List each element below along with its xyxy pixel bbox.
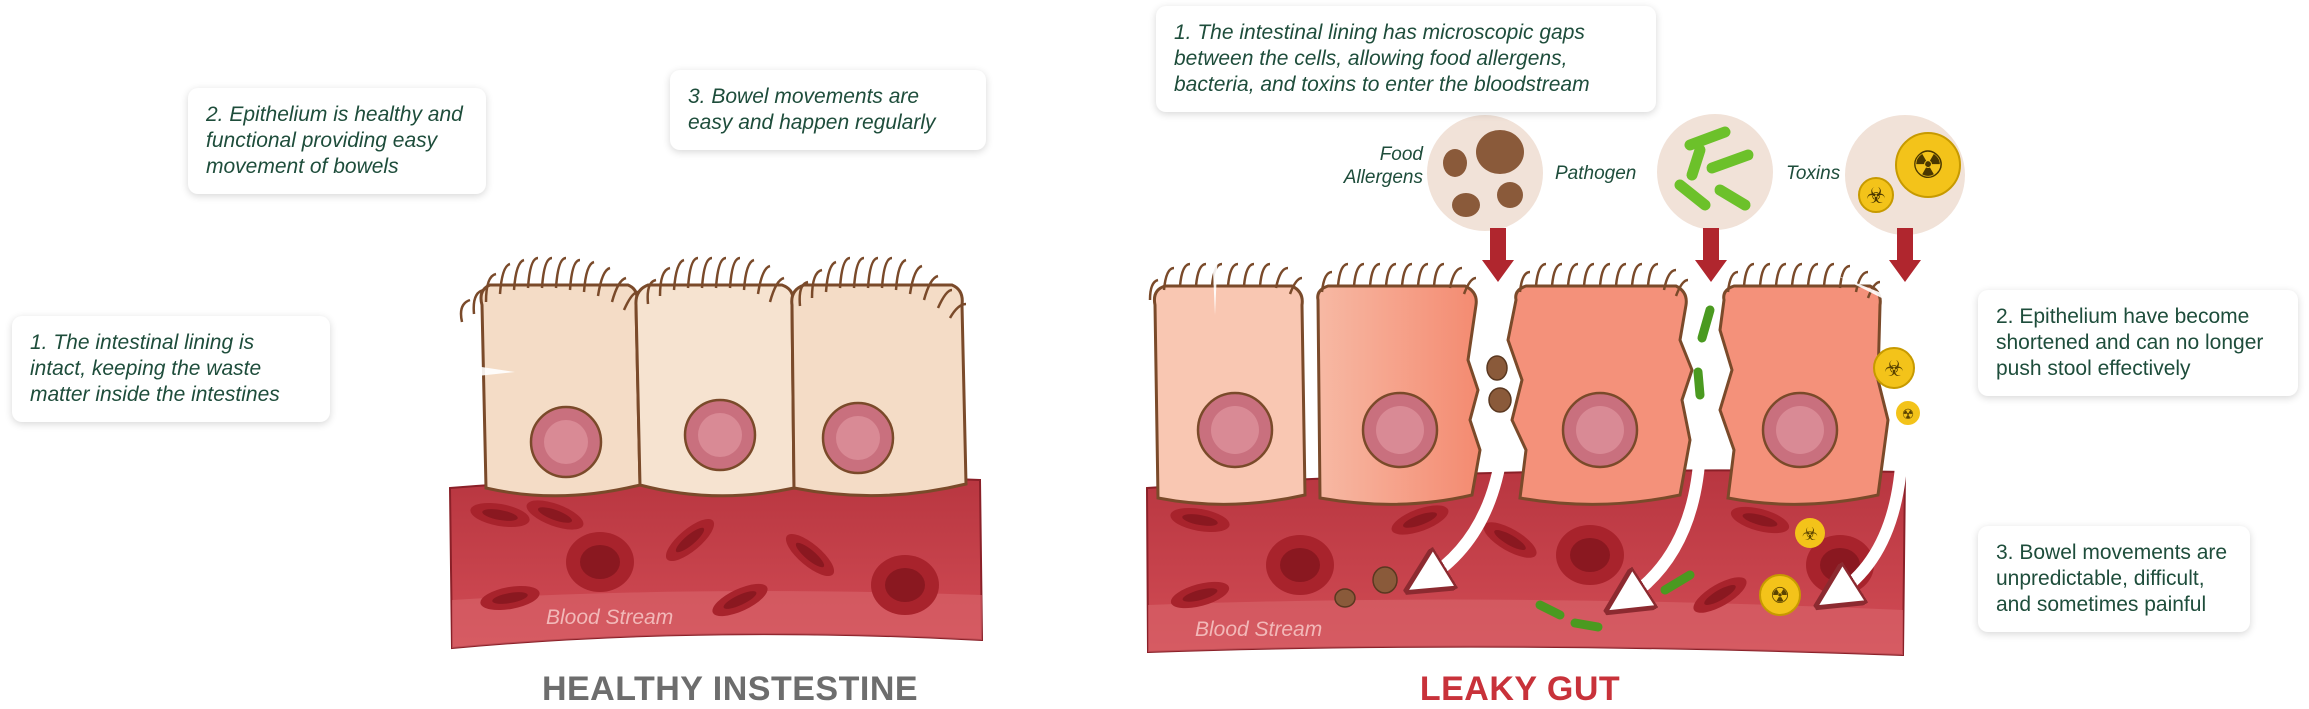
leaky-callout-3: 3. Bowel movements are unpredictable, di…	[1978, 526, 2250, 632]
healthy-callout-2-text: 2. Epithelium is healthy and functional …	[206, 103, 463, 178]
svg-text:☢: ☢	[1902, 406, 1915, 422]
leaky-title: LEAKY GUT	[1419, 670, 1621, 708]
healthy-blood-stream-label: Blood Stream	[546, 606, 674, 629]
toxin-particles: ☣ ☢ ☣ ☢	[1759, 347, 1920, 616]
healthy-title: HEALTHY INSTESTINE	[541, 670, 919, 708]
pathogen-label: Pathogen	[1555, 163, 1637, 184]
svg-text:☣: ☣	[1884, 356, 1904, 381]
pathogen-icon	[1657, 114, 1773, 230]
leaky-callout-1: 1. The intestinal lining has microscopic…	[1156, 6, 1656, 112]
healthy-callout-1-text: 1. The intestinal lining is intact, keep…	[30, 331, 280, 406]
svg-text:☢: ☢	[1911, 145, 1945, 187]
leaky-callout-2: 2. Epithelium have become shortened and …	[1978, 290, 2298, 396]
healthy-callout-1: 1. The intestinal lining is intact, keep…	[12, 316, 330, 422]
leaky-callout-1-text: 1. The intestinal lining has microscopic…	[1174, 21, 1590, 96]
leaky-diagram: ☣ ☢ ☣ ☢	[1145, 95, 1975, 657]
food-allergens-icon	[1427, 115, 1543, 231]
healthy-callout-2: 2. Epithelium is healthy and functional …	[188, 88, 486, 194]
toxins-label: Toxins	[1786, 163, 1841, 184]
food-allergens-label: Food Allergens	[1343, 144, 1423, 188]
leaky-callout-3-text: 3. Bowel movements are unpredictable, di…	[1996, 541, 2228, 616]
healthy-diagram	[420, 180, 984, 650]
allergen-particles	[1334, 355, 1512, 608]
healthy-callout-3-text: 3. Bowel movements are easy and happen r…	[688, 85, 936, 134]
leaky-blood-stream-label: Blood Stream	[1195, 618, 1323, 641]
healthy-cells	[459, 256, 968, 498]
leaky-callout-2-text: 2. Epithelium have become shortened and …	[1996, 305, 2264, 380]
toxins-icon: ☢ ☣	[1845, 115, 1965, 235]
healthy-villi	[459, 256, 967, 323]
pathogen-particles	[1535, 305, 1715, 632]
healthy-callout-3: 3. Bowel movements are easy and happen r…	[670, 70, 986, 150]
leak-arrows	[1425, 444, 1908, 600]
svg-text:☣: ☣	[1802, 524, 1818, 544]
svg-text:☢: ☢	[1770, 583, 1790, 608]
entry-arrows	[1482, 228, 1921, 282]
svg-text:☣: ☣	[1866, 183, 1886, 208]
leaky-cells	[1148, 262, 1890, 506]
